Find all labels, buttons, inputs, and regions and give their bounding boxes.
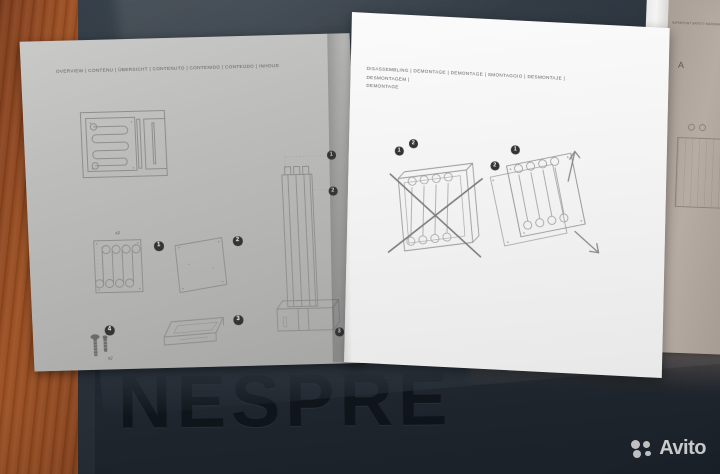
part-2-flat-back-panel [174,237,228,294]
cross-out-x-icon [387,173,483,258]
back-cover-section-letter: A [677,59,685,71]
step-a-callout-2: 2 [408,139,418,148]
step-a-callout-1: 1 [394,146,404,156]
part-3-drip-tray [163,317,225,346]
callout-badge-part-4: 4 [104,325,115,336]
step-a-do-not-force-figure [387,162,483,258]
booklet-right-page: DISASSEMBLING | DEMONTAGE | DEMONTAGE | … [344,12,670,379]
avito-watermark: Avito [631,437,706,460]
callout-badge-part-3: 3 [233,315,244,325]
back-cover-icon-row [687,118,711,137]
right-page-header-line-1: DISASSEMBLING | DEMONTAGE | DEMONTAGE | … [366,65,566,82]
back-cover-figure [674,136,720,210]
part-4-screw-and-dowel [90,334,108,357]
right-page-header: DISASSEMBLING | DEMONTAGE | DEMONTAGE | … [366,65,596,103]
step-b-callout-2: 2 [490,161,500,171]
direction-arrow-down-icon [574,230,600,254]
callout-badge-part-2: 2 [232,236,243,246]
part-4-qty-label: x2 [107,355,113,361]
overview-serpentine-coil [89,121,135,170]
assembled-unit-figure [276,155,341,333]
part-1-serpentine-coil-panel [93,239,144,294]
left-page-header: OVERVIEW | CONTENU | ÜBERSICHT | CONTENU… [55,63,280,74]
booklet-left-page: OVERVIEW | CONTENU | ÜBERSICHT | CONTENU… [19,33,365,372]
part-1-qty-label: x2 [115,230,121,236]
callout-badge-assembly-3: 3 [334,327,344,337]
avito-brand-text: Avito [659,437,706,459]
step-b-callout-1: 1 [510,145,520,155]
callout-badge-part-1: 1 [153,241,164,251]
callout-badge-assembly-1: 1 [326,150,336,160]
step-b-separate-panels-figure [489,150,600,254]
right-page-header-line-2: DEMONTAGE [366,83,399,90]
avito-dots-logo [631,439,653,458]
callout-badge-assembly-2: 2 [328,186,338,196]
direction-arrow-up-icon [567,150,581,182]
